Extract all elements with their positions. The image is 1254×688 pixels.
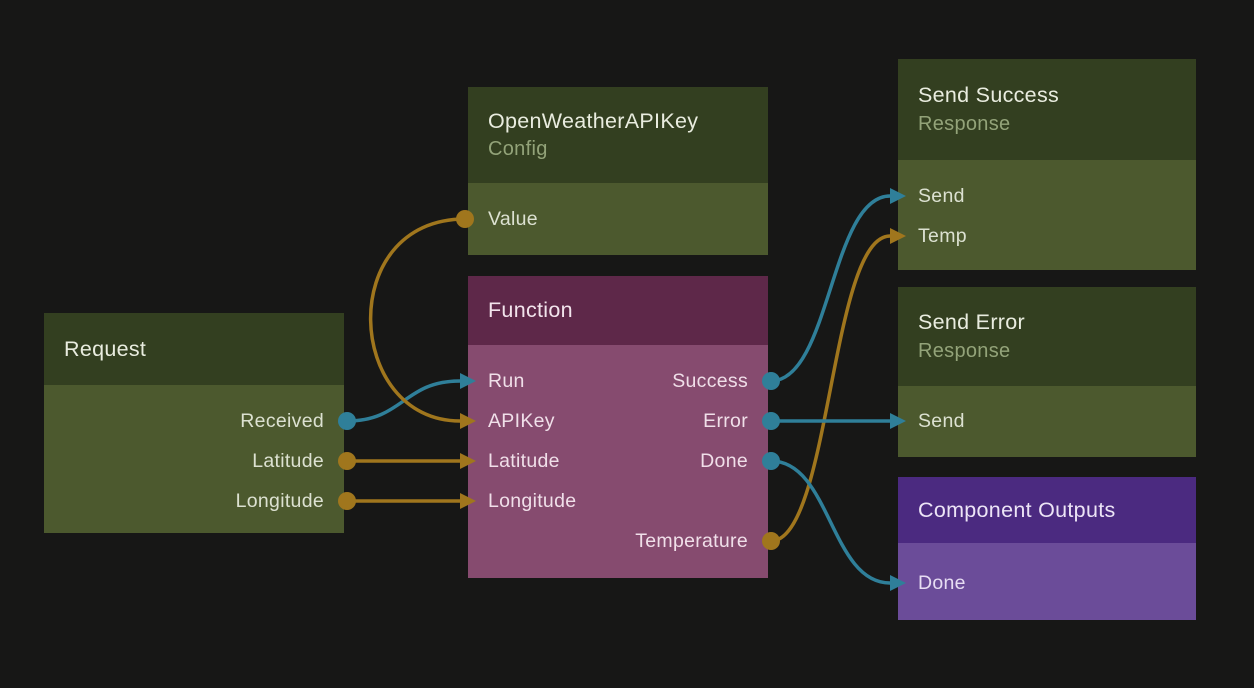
port-label: Run bbox=[488, 370, 525, 392]
port-label: Longitude bbox=[488, 490, 577, 512]
port-label: Done bbox=[700, 450, 748, 472]
node-subtitle: Response bbox=[918, 339, 1011, 362]
port-row-send_error-send: Send bbox=[898, 401, 1196, 441]
port-label: Received bbox=[240, 410, 324, 432]
port-label: Latitude bbox=[252, 450, 324, 472]
node-title: Request bbox=[64, 336, 147, 361]
node-header-function[interactable]: Function bbox=[468, 276, 768, 345]
port-label: Done bbox=[918, 572, 966, 594]
port-row-send_success-temp: Temp bbox=[898, 216, 1196, 256]
port-label: Success bbox=[672, 370, 748, 392]
wire-function-done-to-component_outputs-done[interactable] bbox=[769, 459, 892, 585]
node-title: Send Success bbox=[918, 83, 1060, 108]
port-label: Latitude bbox=[488, 450, 560, 472]
port-row-function-done: Done bbox=[468, 441, 768, 481]
port-label: Value bbox=[488, 208, 538, 230]
wire-openweatherapikey-value-to-function-apikey[interactable] bbox=[368, 217, 467, 423]
port-row-function-success: Success bbox=[468, 361, 768, 401]
port-label: APIKey bbox=[488, 410, 555, 432]
port-label: Send bbox=[918, 185, 965, 207]
port-row-function-run: Run bbox=[468, 361, 768, 401]
port-row-component_outputs-done: Done bbox=[898, 563, 1196, 603]
port-label: Temperature bbox=[635, 530, 748, 552]
wire-function-success-to-send_success-send[interactable] bbox=[769, 194, 892, 383]
port-label: Temp bbox=[918, 225, 967, 247]
node-subtitle: Config bbox=[488, 138, 548, 161]
port-row-function-longitude: Longitude bbox=[468, 481, 768, 521]
port-row-request-received: Received bbox=[44, 401, 344, 441]
node-header-request[interactable]: Request bbox=[44, 313, 344, 385]
port-row-function-latitude: Latitude bbox=[468, 441, 768, 481]
node-title: Send Error bbox=[918, 310, 1025, 335]
port-row-function-apikey: APIKey bbox=[468, 401, 768, 441]
wire-request-received-to-function-run[interactable] bbox=[345, 379, 462, 423]
port-row-openweatherapikey-value: Value bbox=[468, 199, 768, 239]
port-label: Send bbox=[918, 410, 965, 432]
node-title: Function bbox=[488, 298, 573, 323]
port-row-function-temperature: Temperature bbox=[468, 521, 768, 561]
node-subtitle: Response bbox=[918, 112, 1011, 135]
port-row-request-longitude: Longitude bbox=[44, 481, 344, 521]
port-row-request-latitude: Latitude bbox=[44, 441, 344, 481]
port-row-send_success-send: Send bbox=[898, 176, 1196, 216]
node-title: OpenWeatherAPIKey bbox=[488, 108, 699, 133]
node-title: Component Outputs bbox=[918, 497, 1116, 522]
port-row-function-error: Error bbox=[468, 401, 768, 441]
port-label: Longitude bbox=[235, 490, 324, 512]
port-label: Error bbox=[703, 410, 748, 432]
node-header-component_outputs[interactable]: Component Outputs bbox=[898, 477, 1196, 543]
wire-function-temperature-to-send_success-temp[interactable] bbox=[769, 234, 892, 543]
